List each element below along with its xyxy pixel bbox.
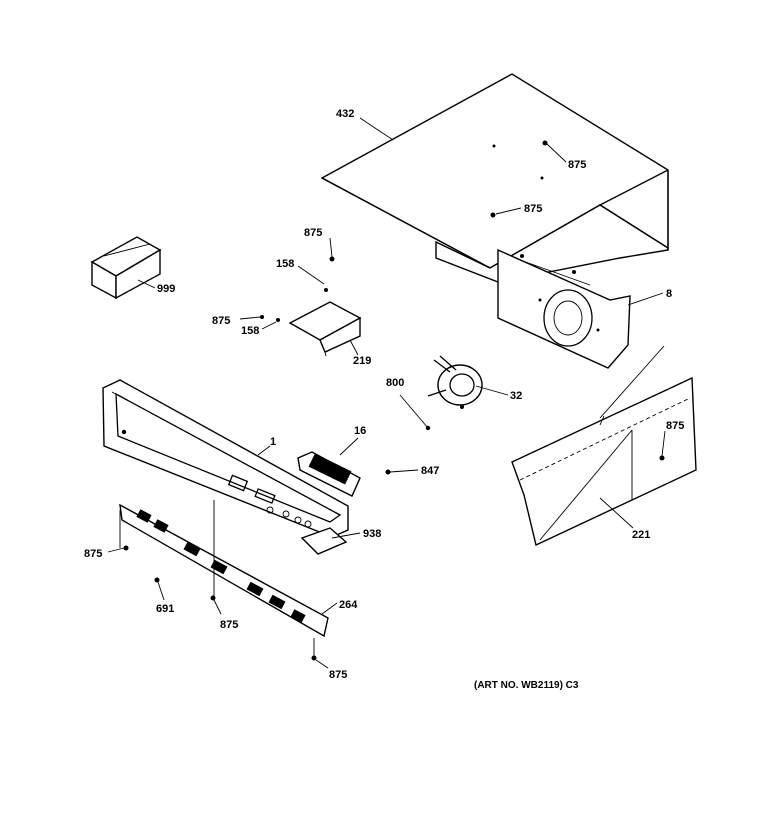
label-158-b: 158 <box>241 325 259 337</box>
label-999: 999 <box>157 283 175 295</box>
label-875-bottom: 875 <box>329 669 347 681</box>
label-875-bracket-top: 875 <box>304 227 322 239</box>
label-691: 691 <box>156 603 174 615</box>
label-158-a: 158 <box>276 258 294 270</box>
label-264: 264 <box>339 599 358 611</box>
rear-panel-part <box>497 248 631 369</box>
label-875-bracket-left: 875 <box>212 315 230 327</box>
leader-lines <box>107 117 666 669</box>
label-219: 219 <box>353 355 371 367</box>
vent-strip-part <box>119 503 329 638</box>
label-32: 32 <box>510 390 522 402</box>
fan-motor-part <box>425 355 483 431</box>
label-875-bottom-mid: 875 <box>220 619 238 631</box>
art-number-label: (ART NO. WB2119) C3 <box>474 680 579 691</box>
top-cover-part <box>320 73 669 283</box>
keypad-part <box>297 451 361 497</box>
control-panel-frame-part <box>102 379 349 538</box>
label-1: 1 <box>270 436 276 448</box>
label-221: 221 <box>632 529 650 541</box>
label-875-top-a: 875 <box>568 159 586 171</box>
control-bracket-part <box>260 256 362 357</box>
label-875-top-b: 875 <box>524 203 542 215</box>
label-875-left: 875 <box>84 548 102 560</box>
label-432: 432 <box>336 108 354 120</box>
label-800: 800 <box>386 377 404 389</box>
part-number-labels: 432 875 875 875 158 875 158 219 999 8 80… <box>84 108 684 681</box>
side-shield-part <box>511 376 697 546</box>
small-bracket-part <box>300 527 348 555</box>
label-938: 938 <box>363 528 381 540</box>
label-16: 16 <box>354 425 366 437</box>
label-847: 847 <box>421 465 439 477</box>
label-875-right: 875 <box>666 420 684 432</box>
screw-fasteners <box>123 469 391 661</box>
label-8: 8 <box>666 288 672 300</box>
parts-box <box>90 236 162 300</box>
